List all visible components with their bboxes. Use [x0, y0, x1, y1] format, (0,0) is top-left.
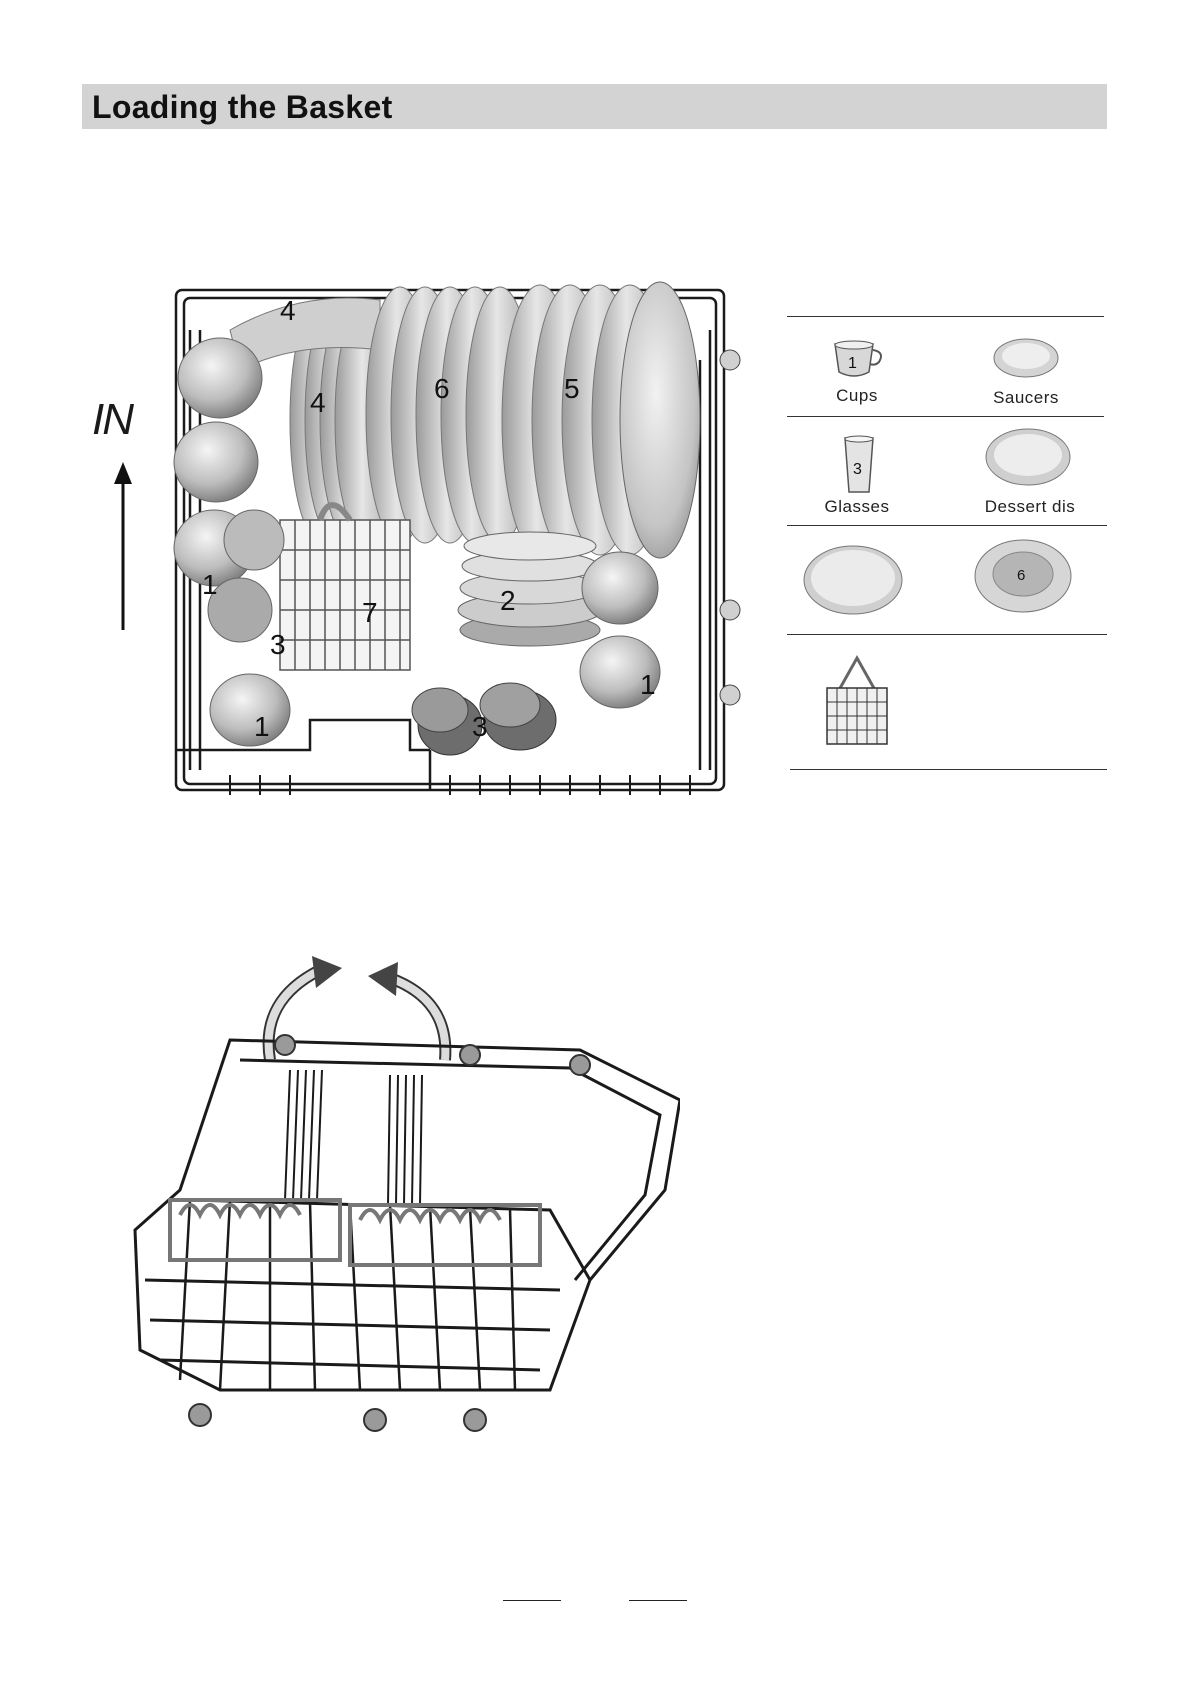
legend-rule-top	[787, 316, 1104, 317]
callout-7-cutlery: 7	[362, 597, 378, 628]
callout-6-plates: 6	[434, 373, 450, 404]
callout-4-plates: 4	[310, 387, 326, 418]
cup-icon: 1	[829, 338, 889, 382]
callout-2-bowls: 2	[500, 585, 516, 616]
upper-basket-loading-diagram: 4 4 6 5 2 7 1 3 1 3 1	[80, 270, 760, 800]
soup-plate-icon: 6	[972, 536, 1074, 616]
legend-rule-1	[787, 416, 1104, 417]
glass-number: 3	[853, 461, 862, 478]
lower-basket-folding-tines-diagram	[120, 950, 680, 1490]
dessert-dish-icon	[983, 426, 1073, 488]
callout-4-platter: 4	[280, 295, 296, 326]
callout-1-cup-left: 1	[202, 569, 218, 600]
callout-1-cup-bottom-left: 1	[254, 711, 270, 742]
legend-rule-3	[787, 634, 1107, 635]
legend-label-cups: Cups	[807, 386, 907, 406]
dinner-plate-icon	[801, 542, 905, 618]
legend-rule-2	[787, 525, 1107, 526]
item-legend-table: 1 Cups Saucers 3 Glasses Dessert dis 6	[787, 316, 1107, 772]
page-title: Loading the Basket	[92, 89, 393, 126]
callout-5-plates: 5	[564, 373, 580, 404]
section-title-bar: Loading the Basket	[82, 84, 1107, 129]
legend-rule-bottom	[790, 769, 1107, 770]
legend-label-saucers: Saucers	[971, 388, 1081, 408]
saucer-icon	[991, 336, 1061, 380]
legend-label-glasses: Glasses	[807, 497, 907, 517]
glass-icon: 3	[839, 434, 879, 496]
footer-line-right	[629, 1600, 687, 1601]
cup-number: 1	[848, 355, 857, 372]
cutlery-basket-icon	[817, 650, 897, 750]
callout-3-glass-bottom: 3	[472, 711, 488, 742]
legend-label-dessert-dishes: Dessert dis	[955, 497, 1105, 517]
callout-3-glass-left: 3	[270, 629, 286, 660]
soup-plate-number: 6	[1017, 567, 1025, 584]
callout-1-cup-right: 1	[640, 669, 656, 700]
footer-line-left	[503, 1600, 561, 1601]
